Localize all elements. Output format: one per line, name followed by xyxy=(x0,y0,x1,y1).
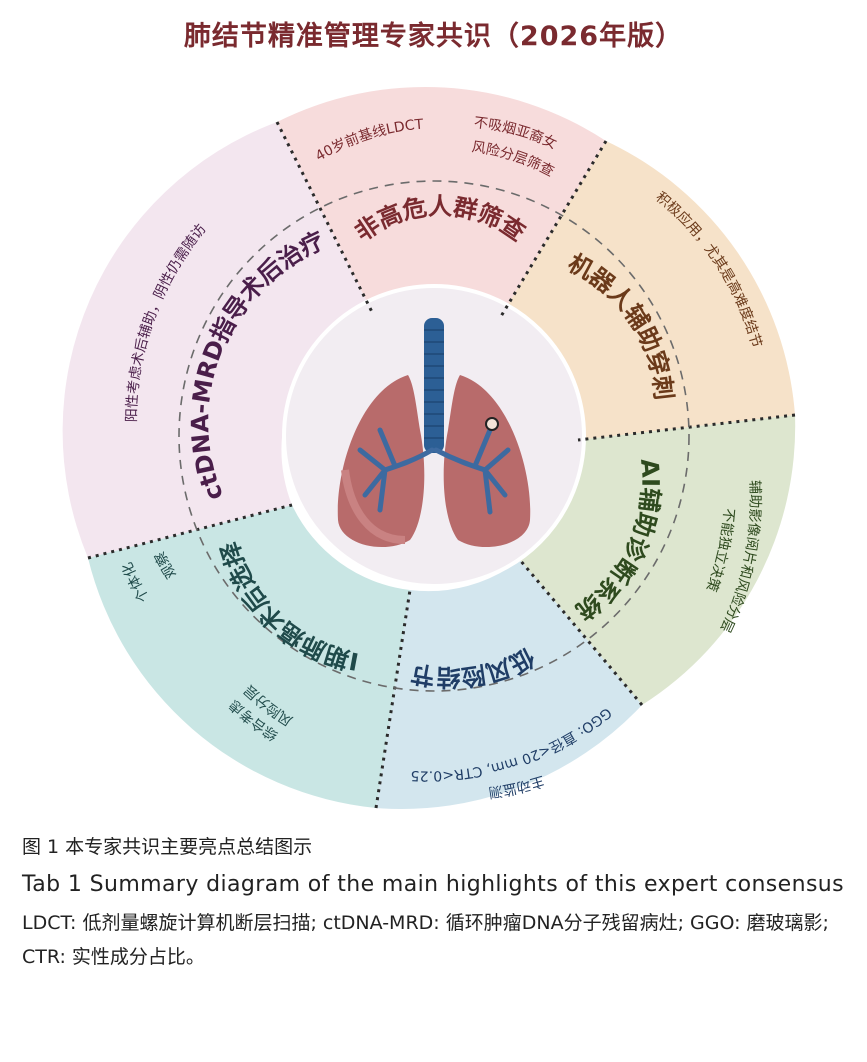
caption-figure-en: Tab 1 Summary diagram of the main highli… xyxy=(22,872,845,897)
figure-caption: 图 1 本专家共识主要亮点总结图示 Tab 1 Summary diagram … xyxy=(22,833,852,974)
segment-ctdna xyxy=(62,122,372,558)
segment-screening xyxy=(277,86,606,318)
segment-lowrisk xyxy=(376,560,642,809)
caption-abbreviations: LDCT: 低剂量螺旋计算机断层扫描; ctDNA-MRD: 循环肿瘤DNA分子… xyxy=(22,912,829,968)
segment-dividers xyxy=(87,121,796,809)
lung-icon xyxy=(337,318,531,548)
highlights-wheel-diagram: 非高危人群筛查 机器人辅助穿刺 AI辅助诊断系统 低风险结节 I期肺癌术后选择 … xyxy=(0,0,796,809)
segment-stage1 xyxy=(88,505,410,808)
nodule-marker xyxy=(485,417,499,431)
page-title: 肺结节精准管理专家共识（2026年版） xyxy=(183,21,684,52)
segment-robot xyxy=(500,141,795,440)
dashed-inner-ring xyxy=(178,180,690,692)
caption-figure-cn: 图 1 本专家共识主要亮点总结图示 xyxy=(22,836,313,858)
